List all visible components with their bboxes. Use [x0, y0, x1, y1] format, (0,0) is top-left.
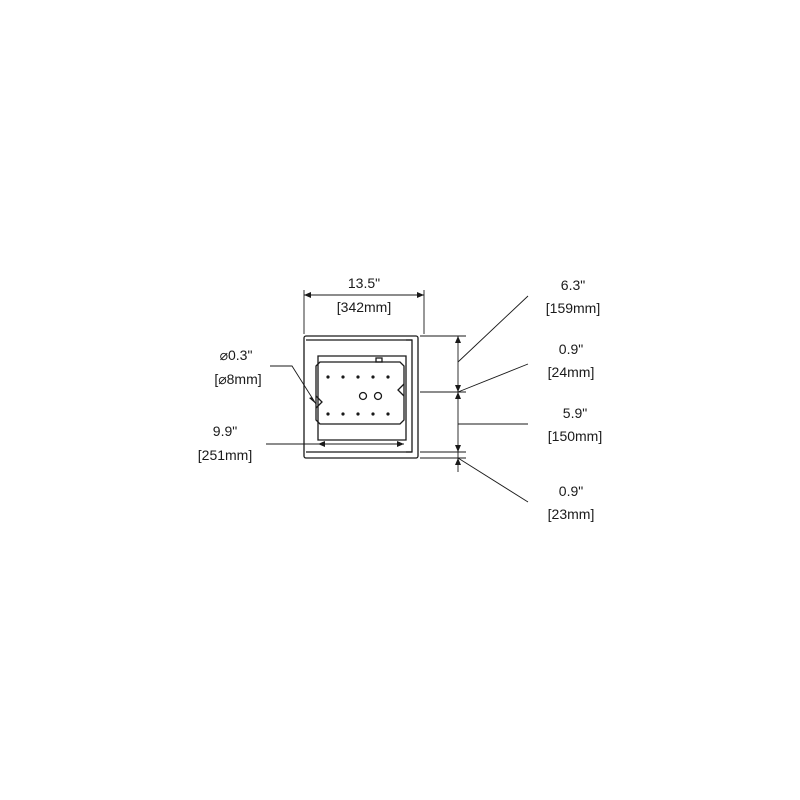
top-tab: [375, 357, 383, 363]
width-label-metric: [342mm]: [337, 299, 391, 315]
total-height-label-imperial: 6.3": [561, 277, 585, 293]
device-body: [303, 335, 419, 459]
spacing-label-metric: [251mm]: [198, 447, 252, 463]
arrowheads: [304, 292, 461, 465]
middle-height-label-metric: [150mm]: [548, 428, 602, 444]
arrowhead: [397, 441, 404, 447]
body-outline: [303, 335, 419, 459]
arrowhead: [455, 385, 461, 392]
arrowhead: [309, 397, 316, 404]
middle-height-label-imperial: 5.9": [563, 405, 587, 421]
arrowhead: [455, 336, 461, 343]
top-offset-label-metric: [24mm]: [548, 364, 595, 380]
terminal-dots: [326, 375, 390, 416]
terminal-dot: [371, 412, 375, 416]
terminal-dot: [341, 375, 345, 379]
arrowhead: [304, 292, 311, 298]
hole-label-metric: [⌀8mm]: [214, 371, 261, 387]
terminal-dot: [341, 412, 345, 416]
arrowhead: [455, 458, 461, 465]
center-hole-right: [373, 391, 383, 401]
inner-plate: [317, 355, 407, 441]
terminal-dot: [386, 375, 390, 379]
width-label-imperial: 13.5": [348, 275, 380, 291]
right-notch: [397, 383, 405, 397]
dimension-lines: [266, 290, 529, 503]
bottom-offset-label-imperial: 0.9": [559, 483, 583, 499]
terminal-dot: [326, 412, 330, 416]
terminal-dot: [356, 412, 360, 416]
leader-bottom-offset: [457, 457, 529, 503]
arrowhead: [455, 392, 461, 399]
hole-label-imperial: ⌀0.3": [220, 347, 253, 363]
leader-top-offset: [457, 363, 529, 393]
terminal-dot: [356, 375, 360, 379]
left-notch: [315, 395, 323, 409]
terminal-dot: [326, 375, 330, 379]
arrowhead: [455, 445, 461, 452]
terminal-dot: [386, 412, 390, 416]
arrowhead: [318, 441, 325, 447]
hole-leader: [270, 365, 317, 405]
right-step: [406, 339, 413, 453]
terminal-dot: [371, 375, 375, 379]
top-offset-label-imperial: 0.9": [559, 341, 583, 357]
arrowhead: [417, 292, 424, 298]
spacing-label-imperial: 9.9": [213, 423, 237, 439]
center-hole-left: [358, 391, 368, 401]
terminal-block: [315, 361, 405, 425]
leader-total-height: [457, 295, 529, 363]
bottom-offset-label-metric: [23mm]: [548, 506, 595, 522]
total-height-label-metric: [159mm]: [546, 300, 600, 316]
